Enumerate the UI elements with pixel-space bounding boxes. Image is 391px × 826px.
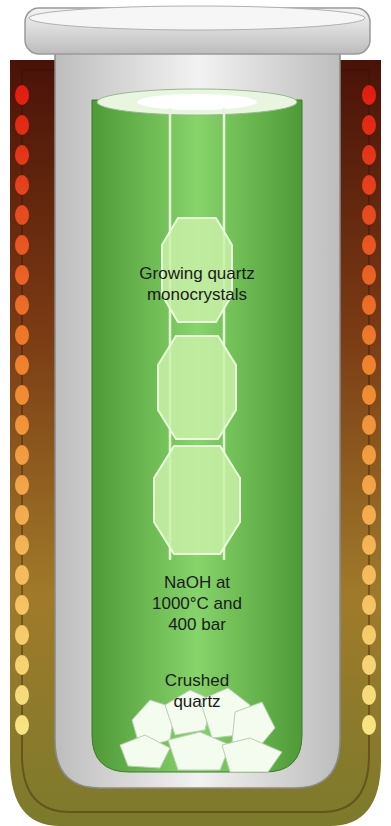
diagram-label: Growing quartz monocrystals xyxy=(136,263,258,305)
diagram-label: NaOH at 1000°C and 400 bar xyxy=(142,572,252,635)
diagram-label: Crushed quartz xyxy=(144,670,250,712)
